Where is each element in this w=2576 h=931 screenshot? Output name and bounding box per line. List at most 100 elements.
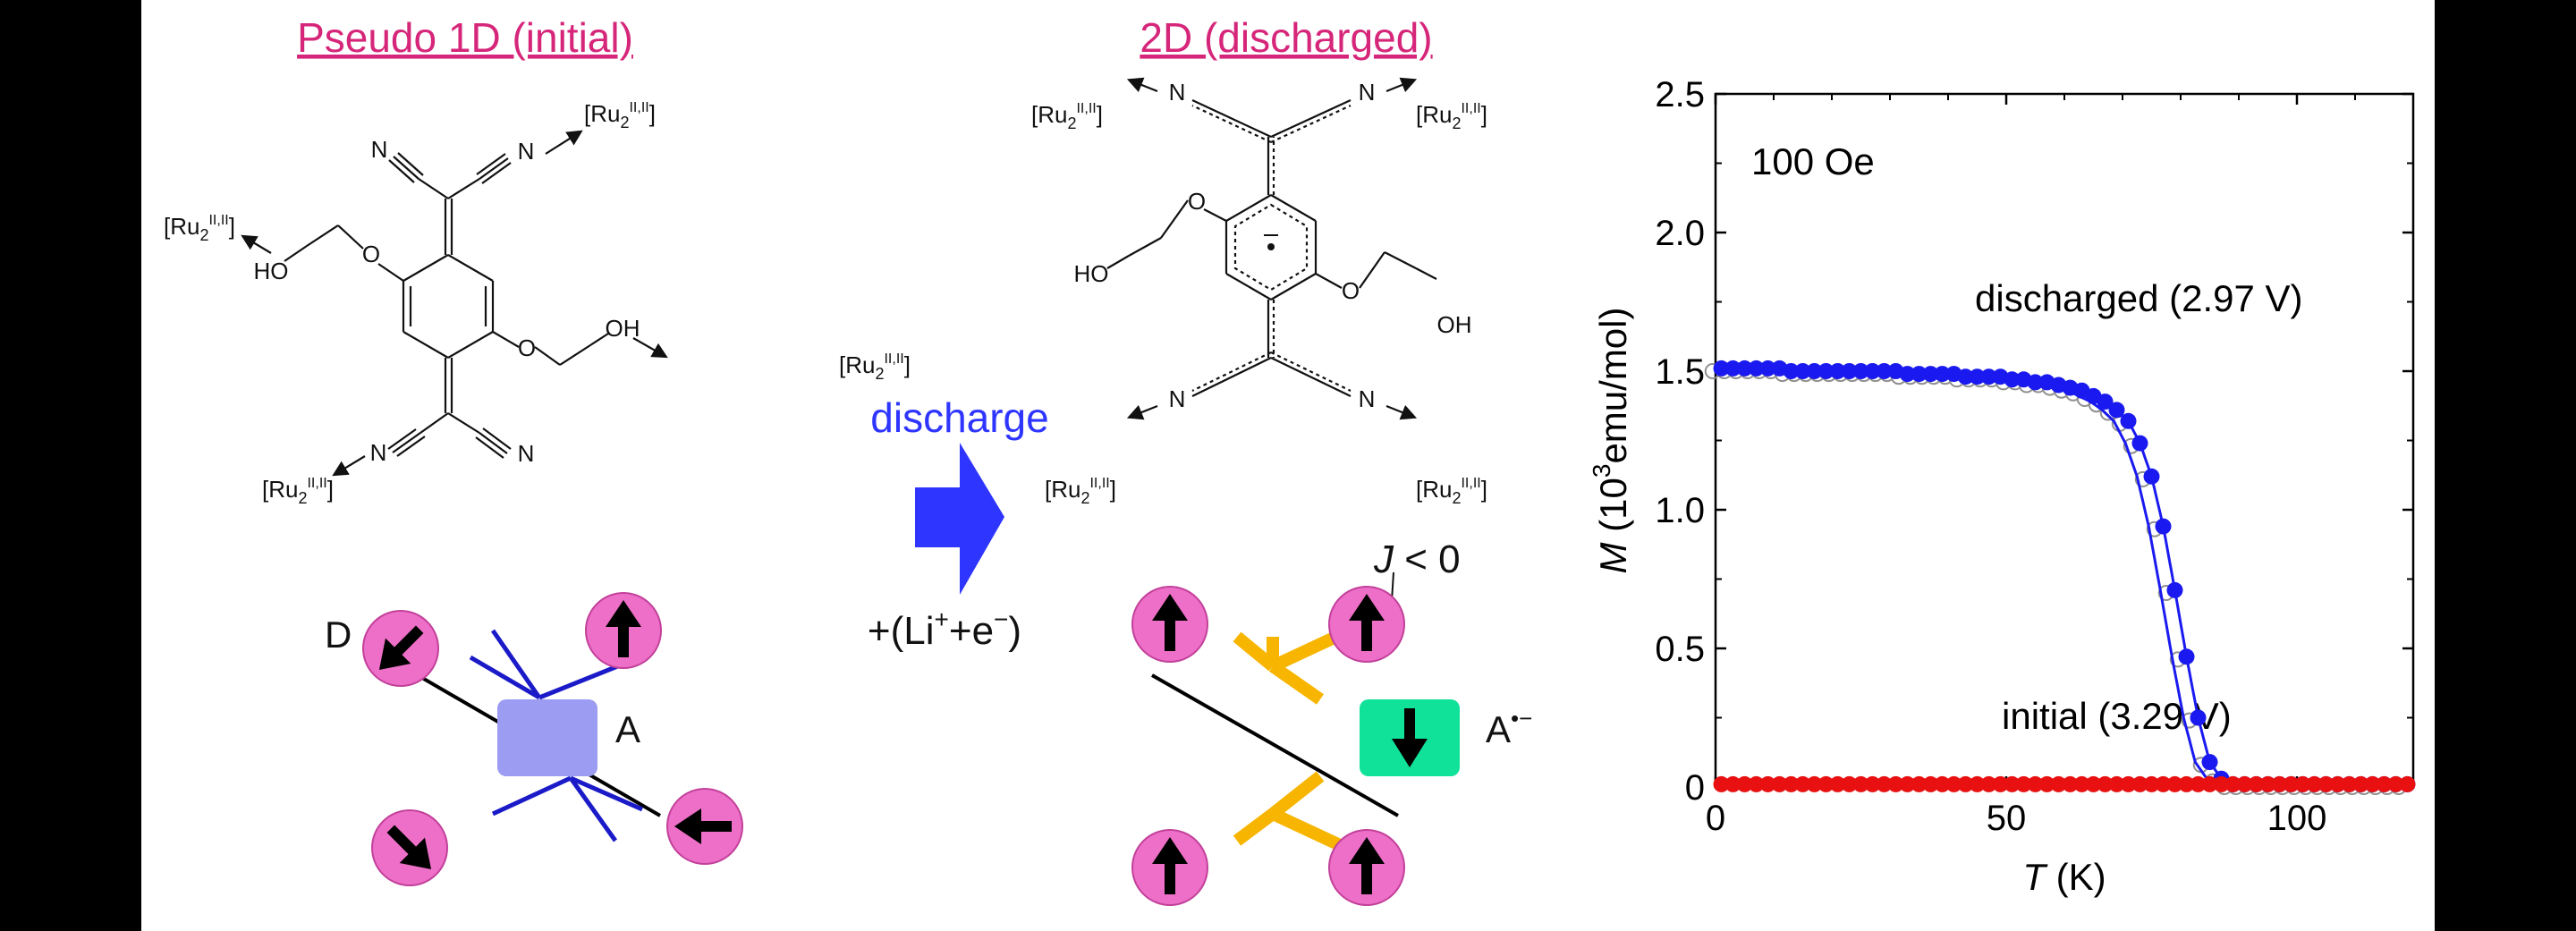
initial-data-point xyxy=(2190,775,2207,792)
initial-data-point xyxy=(1759,775,1776,792)
initial-data-point xyxy=(2097,775,2114,792)
spin-icon xyxy=(371,809,448,886)
initial-data-point xyxy=(2248,775,2265,792)
atom-n: N xyxy=(370,439,387,466)
figure-canvas: Pseudo 1D (initial) xyxy=(164,14,2416,906)
initial-data-point xyxy=(1945,775,1962,792)
initial-data-point xyxy=(1864,775,1881,792)
spin-arrow-icon xyxy=(674,808,732,844)
initial-data-point xyxy=(2329,775,2346,792)
initial-data-point xyxy=(1957,775,1974,792)
initial-data-point xyxy=(1783,775,1800,792)
left-schematic: A D xyxy=(325,614,662,842)
ru-label: [Ru2II,II] xyxy=(262,476,334,507)
initial-data-point xyxy=(2038,775,2055,792)
ru-label: [Ru2II,II] xyxy=(584,100,656,131)
spin-arrow-icon xyxy=(386,825,432,870)
j-label: J < 0 xyxy=(1373,537,1461,581)
discharged-data-point xyxy=(1969,368,1986,385)
initial-data-point xyxy=(1852,775,1869,792)
spin-arrow-icon xyxy=(606,600,641,657)
ru-label: [Ru2II,II] xyxy=(1045,476,1116,507)
x-tick-label: 50 xyxy=(1987,799,2027,838)
initial-data-point xyxy=(1794,775,1811,792)
discharged-data-point xyxy=(1724,360,1741,377)
y-tick-label: 0.5 xyxy=(1655,630,1705,669)
initial-data-point xyxy=(1922,775,1939,792)
initial-data-point xyxy=(2271,775,2288,792)
initial-data-point xyxy=(2027,775,2044,792)
initial-data-point xyxy=(2062,775,2079,792)
initial-data-point xyxy=(1980,775,1997,792)
discharged-data-point xyxy=(2004,371,2021,388)
right-molecule xyxy=(1106,77,1437,420)
discharged-data-point xyxy=(2166,581,2183,598)
y-tick-label: 0 xyxy=(1685,768,1705,808)
discharged-data-point xyxy=(1899,366,1916,383)
discharged-annotation: discharged (2.97 V) xyxy=(1975,277,2303,319)
initial-data-point xyxy=(2259,775,2276,792)
discharged-data-point xyxy=(1864,363,1881,379)
initial-data-point xyxy=(2015,775,2032,792)
spin-arrow-icon xyxy=(1152,594,1188,651)
initial-data-point xyxy=(1992,775,2009,792)
discharged-data-point xyxy=(2131,435,2148,452)
initial-data-point xyxy=(2224,775,2241,792)
discharged-data-point xyxy=(1806,363,1823,379)
initial-data-point xyxy=(2201,775,2218,792)
discharged-data-point xyxy=(1876,363,1893,379)
discharged-data-point xyxy=(1713,360,1730,377)
spin-arrow-icon xyxy=(1349,837,1385,894)
discharged-data-point xyxy=(1736,360,1753,377)
atom-n: N xyxy=(1169,79,1186,106)
initial-data-point xyxy=(2341,775,2358,792)
discharged-data-point xyxy=(1829,363,1846,379)
y-tick-label: 1.5 xyxy=(1655,352,1705,392)
x-tick-label: 100 xyxy=(2267,799,2327,838)
discharged-data-point xyxy=(2097,394,2114,410)
initial-data-point xyxy=(1748,775,1765,792)
ru-label: [Ru2II,II] xyxy=(1416,476,1487,507)
discharged-data-point xyxy=(1980,368,1997,385)
plot-frame xyxy=(1714,92,2415,789)
initial-data-point xyxy=(1806,775,1823,792)
initial-data-point xyxy=(2213,775,2230,792)
initial-data-point xyxy=(2178,775,2195,792)
initial-data-point xyxy=(2306,775,2323,792)
y-tick-label: 1.0 xyxy=(1655,491,1705,530)
initial-data-point xyxy=(2387,775,2404,792)
discharged-data-point xyxy=(1934,366,1951,383)
spin-icon xyxy=(585,592,662,669)
initial-data-point xyxy=(1969,775,1986,792)
atom-ho: HO xyxy=(1074,260,1109,287)
ru-label: [Ru2II,II] xyxy=(1416,101,1487,132)
donor-label: D xyxy=(325,614,352,656)
ru-label: [Ru2II,II] xyxy=(1031,101,1103,132)
discharge-label: discharge xyxy=(870,394,1048,441)
atom-n: N xyxy=(1359,79,1376,106)
initial-data-point xyxy=(1841,775,1858,792)
initial-data-point xyxy=(2352,775,2369,792)
discharged-data-point xyxy=(2178,648,2195,665)
y-tick-label: 2.5 xyxy=(1655,75,1705,114)
initial-data-point xyxy=(2294,775,2311,792)
atom-n: N xyxy=(371,136,388,163)
spin-arrow-icon xyxy=(1349,594,1385,651)
discharged-data-point xyxy=(2143,468,2160,485)
spin-arrow-icon xyxy=(1152,837,1188,894)
initial-data-point xyxy=(1934,775,1951,792)
initial-data-point xyxy=(2050,775,2067,792)
discharged-data-point xyxy=(2027,374,2044,391)
atom-o: O xyxy=(1342,277,1360,304)
initial-data-point xyxy=(2364,775,2381,792)
initial-data-point xyxy=(1771,775,1788,792)
acceptor-box xyxy=(497,699,597,776)
atom-o: O xyxy=(362,241,380,267)
left-title: Pseudo 1D (initial) xyxy=(297,14,633,61)
initial-data-point xyxy=(2155,775,2172,792)
initial-data-point xyxy=(2318,775,2334,792)
discharged-data-point xyxy=(1957,368,1974,385)
discharged-data-point xyxy=(1818,363,1835,379)
atom-oh: OH xyxy=(1437,311,1472,338)
discharged-data-point xyxy=(1783,363,1800,379)
